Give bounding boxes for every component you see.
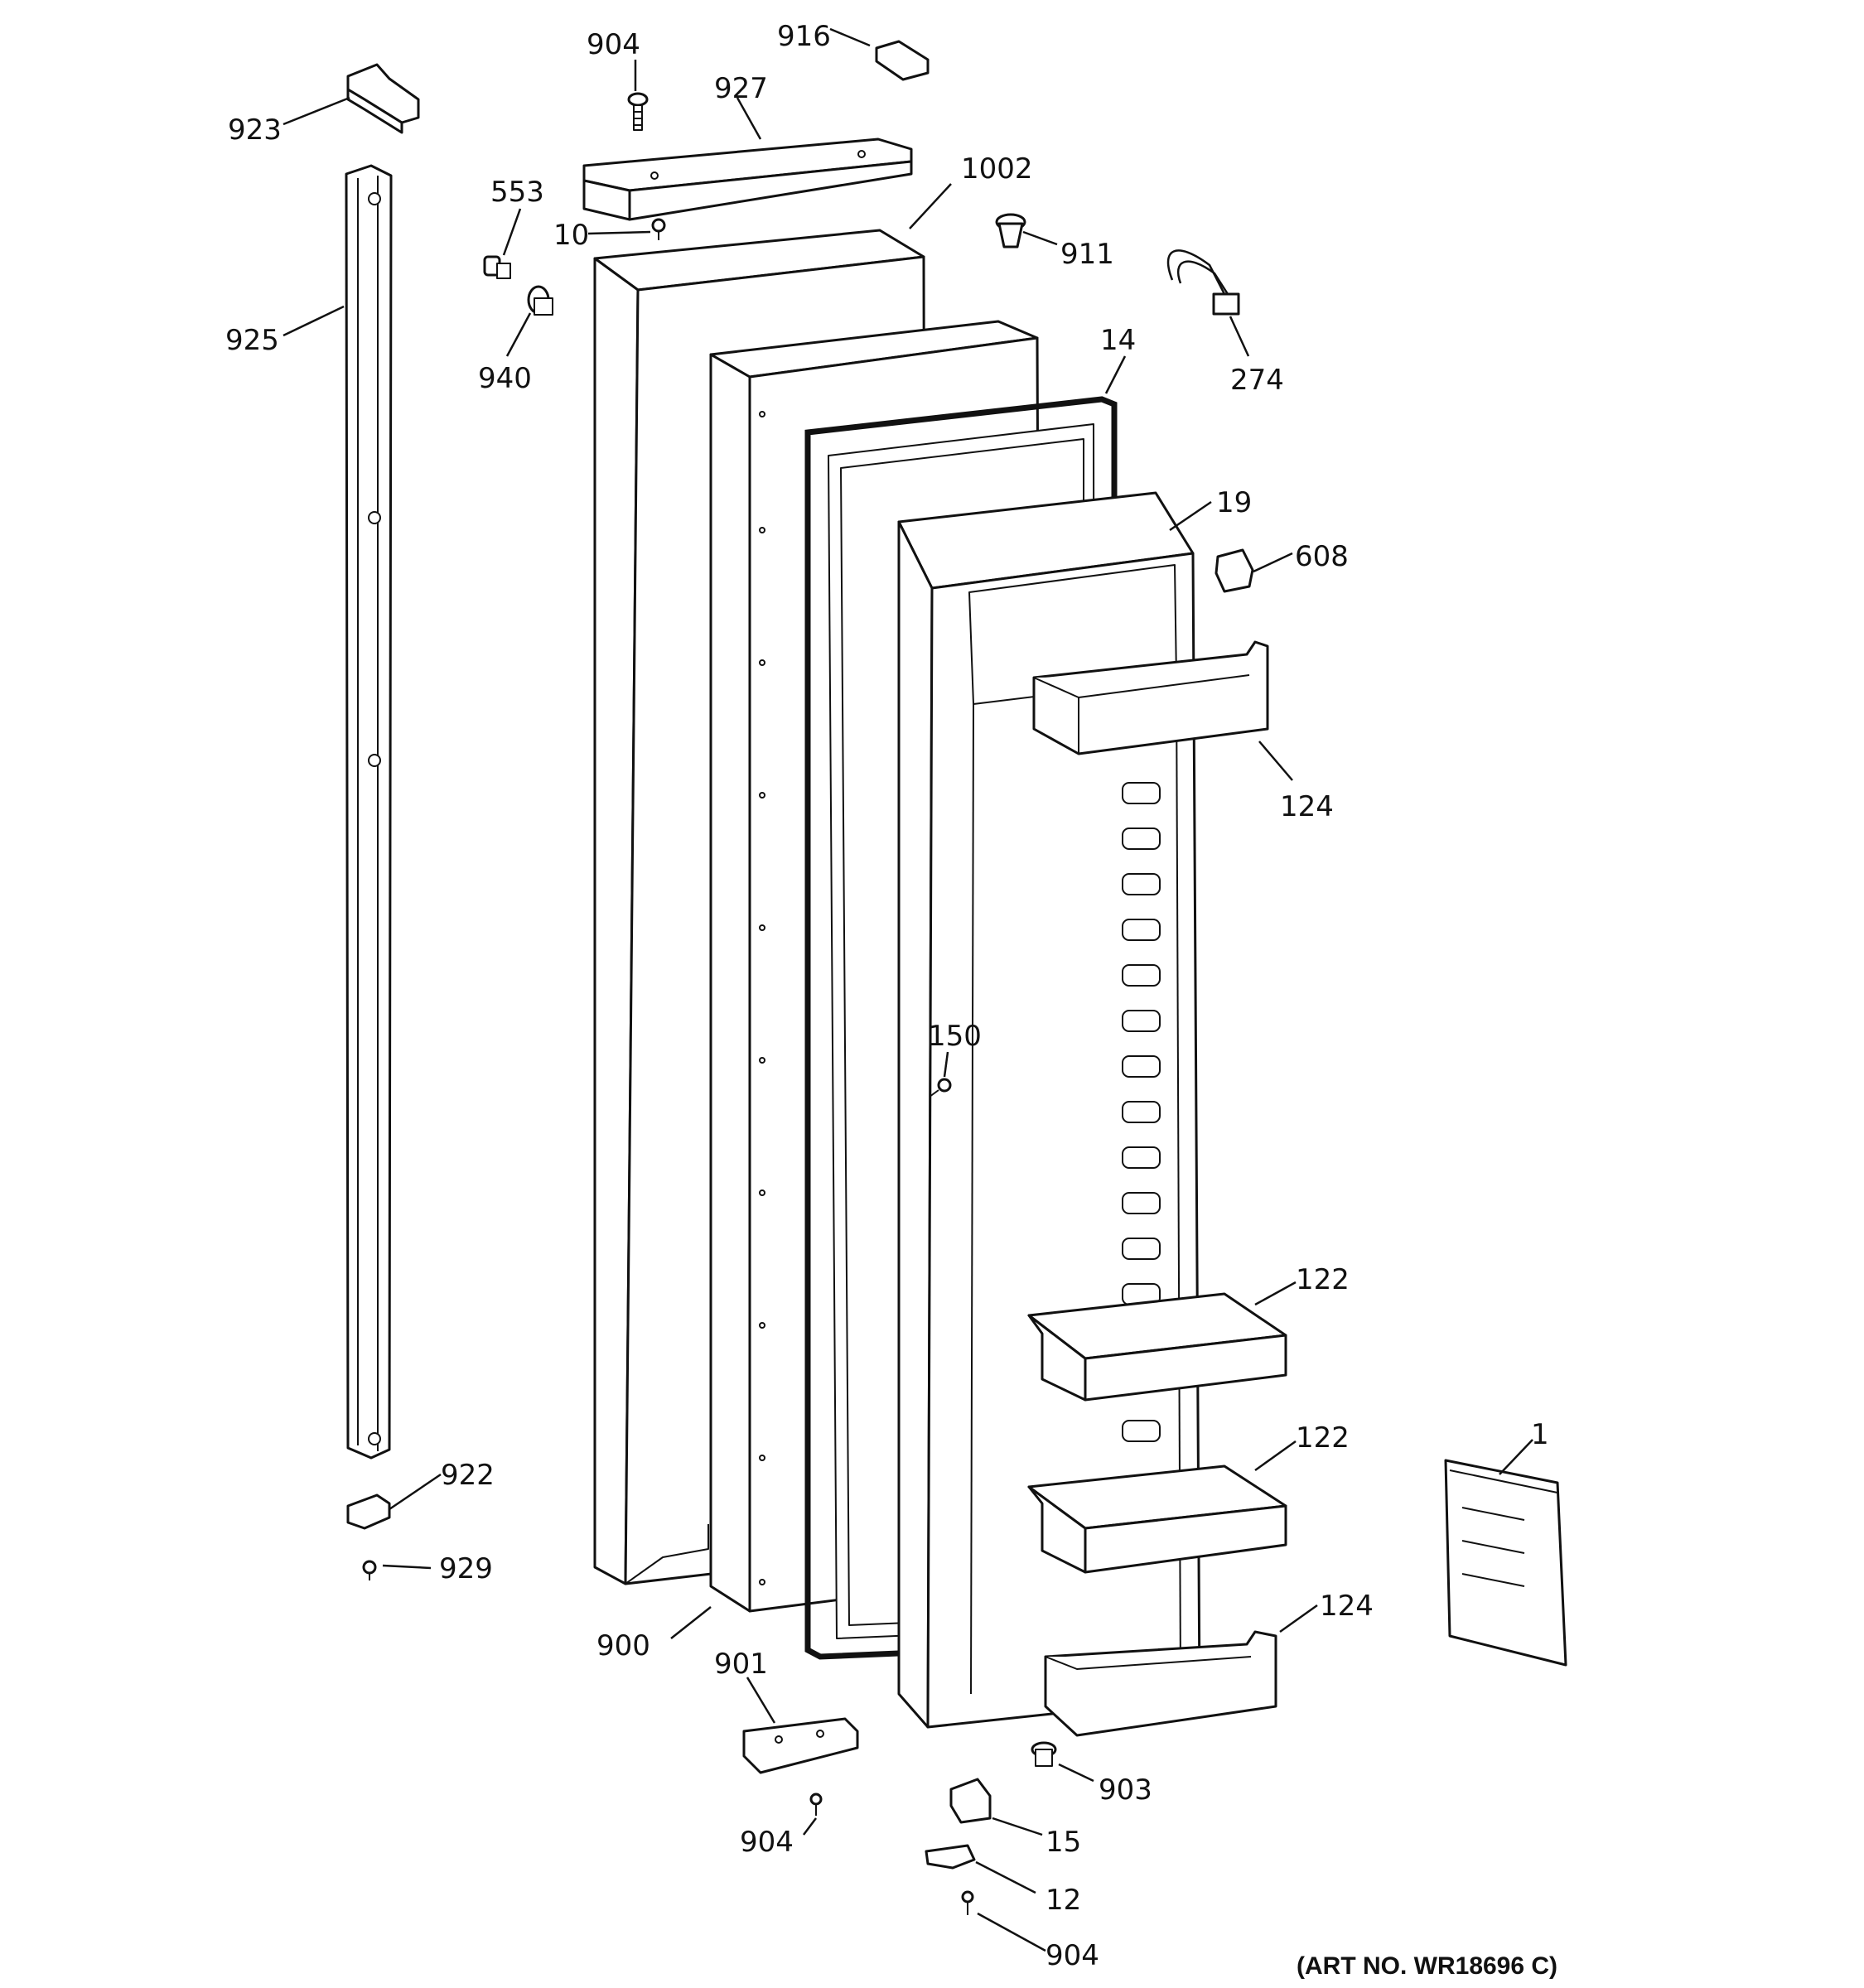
part-10-screw [651, 218, 666, 240]
part-911-plug [995, 213, 1026, 248]
label-904-top: 904 [587, 28, 640, 61]
label-1002: 1002 [961, 152, 1033, 186]
part-904-screw-bottom [961, 1890, 974, 1915]
panel-screw-holes [759, 411, 765, 1585]
label-274: 274 [1230, 364, 1284, 397]
label-904-left: 904 [740, 1826, 794, 1859]
label-12: 12 [1045, 1884, 1081, 1917]
label-150: 150 [928, 1020, 982, 1053]
label-900: 900 [596, 1629, 650, 1662]
part-124-bottom-bin [1044, 1630, 1277, 1737]
label-1: 1 [1531, 1418, 1549, 1451]
label-122-b: 122 [1296, 1421, 1350, 1455]
part-916-cap [875, 40, 930, 81]
art-number: (ART NO. WR18696 C) [1297, 1952, 1557, 1980]
part-608-switch [1214, 548, 1254, 593]
part-923-top-hinge-clip [346, 63, 420, 134]
label-19: 19 [1216, 486, 1252, 519]
part-904-screw-top [627, 92, 649, 131]
part-922-bottom-clip [346, 1493, 391, 1530]
part-929-screw [362, 1560, 377, 1580]
part-12-bracket [925, 1844, 976, 1870]
label-916: 916 [777, 20, 831, 53]
label-922: 922 [441, 1459, 495, 1492]
part-124-top-bin [1032, 640, 1269, 755]
label-929: 929 [439, 1552, 493, 1585]
label-903: 903 [1099, 1773, 1152, 1807]
part-labels: 904 916 927 923 1002 553 10 911 925 940 … [225, 20, 1557, 1980]
part-903-bushing [1031, 1741, 1057, 1767]
part-274-wire-harness [1166, 249, 1240, 316]
shelf-bumps [1122, 782, 1161, 1442]
label-901: 901 [714, 1648, 768, 1681]
label-904-bottom: 904 [1045, 1939, 1099, 1972]
part-927-top-cap [582, 138, 913, 221]
part-1-owner-manual [1444, 1459, 1567, 1667]
label-10: 10 [553, 219, 589, 252]
leader-lines [282, 27, 1533, 1952]
label-940: 940 [478, 362, 532, 395]
label-15: 15 [1045, 1826, 1081, 1859]
label-925: 925 [225, 324, 279, 357]
label-124-bottom: 124 [1320, 1590, 1374, 1623]
label-927: 927 [714, 72, 768, 105]
part-904-screw-left [809, 1793, 823, 1816]
label-124-top: 124 [1280, 790, 1334, 823]
part-150-screw [929, 1078, 952, 1098]
label-14: 14 [1100, 324, 1136, 357]
label-923: 923 [228, 113, 282, 147]
label-911: 911 [1060, 238, 1114, 271]
part-553-stop [483, 255, 511, 279]
part-122-lower-bin [1027, 1464, 1287, 1574]
part-925-door-trim [345, 164, 393, 1460]
label-553: 553 [490, 176, 544, 209]
part-15-hinge [949, 1778, 992, 1824]
part-122-upper-bin [1027, 1292, 1287, 1402]
part-940-bushing [527, 285, 553, 316]
label-608: 608 [1295, 540, 1349, 573]
part-901-hinge-cover [742, 1717, 859, 1774]
label-122-a: 122 [1296, 1263, 1350, 1296]
